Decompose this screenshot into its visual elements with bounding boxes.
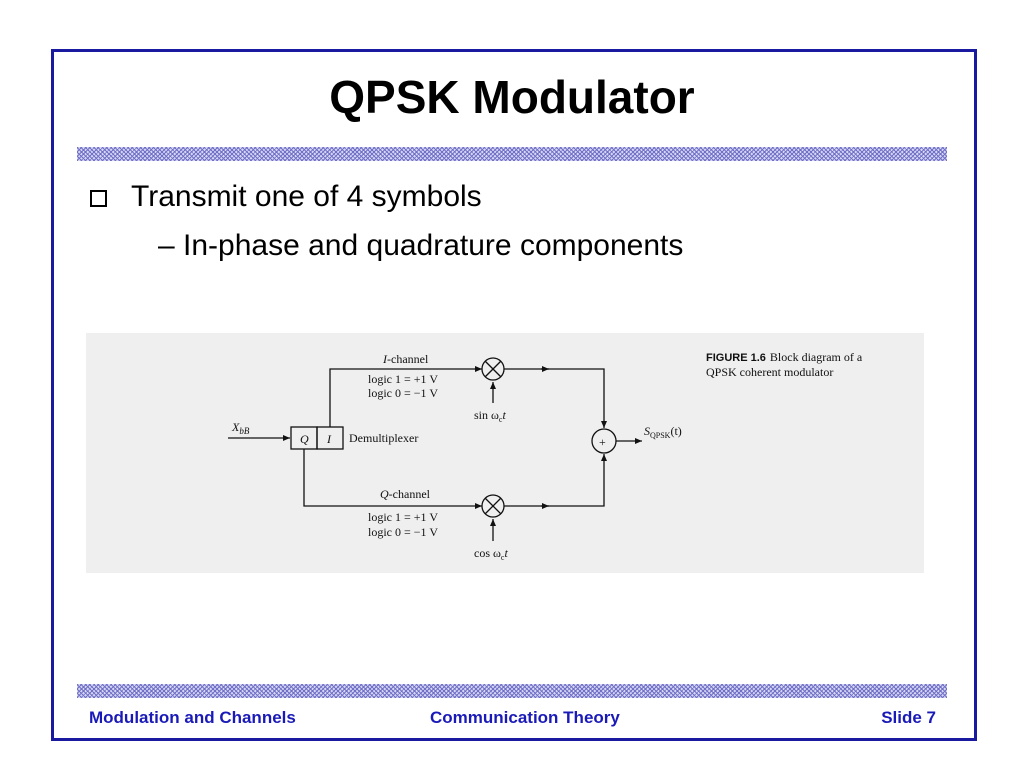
- i-logic0: logic 0 = −1 V: [368, 386, 438, 400]
- demux-i-label: I: [326, 432, 332, 446]
- q-logic0: logic 0 = −1 V: [368, 525, 438, 539]
- demux-label: Demultiplexer: [349, 431, 418, 445]
- qpsk-block-diagram: XbB Q I Demultiplexer I-channel logic 1 …: [86, 333, 924, 573]
- i-to-summer-line: [504, 368, 607, 428]
- title-divider: [77, 147, 947, 161]
- output-label: SQPSK(t): [644, 424, 682, 440]
- footer-topic: Communication Theory: [430, 708, 620, 727]
- slide-frame: [51, 49, 977, 741]
- slide-title: QPSK Modulator: [329, 71, 695, 123]
- q-logic1: logic 1 = +1 V: [368, 510, 438, 524]
- figure-caption-line2: QPSK coherent modulator: [706, 365, 833, 379]
- i-logic1: logic 1 = +1 V: [368, 372, 438, 386]
- demux-q-label: Q: [300, 432, 309, 446]
- q-channel-label: Q-channel: [380, 487, 431, 501]
- checkbox-bullet-icon: [90, 189, 107, 207]
- bullet-level-1: Transmit one of 4 symbols: [90, 180, 482, 214]
- i-channel-label: I-channel: [382, 352, 429, 366]
- footer-divider: [77, 684, 947, 698]
- bullet-level-2: – In-phase and quadrature components: [158, 229, 683, 263]
- footer-course: Modulation and Channels: [89, 708, 296, 727]
- i-carrier-label: sin ωct: [474, 408, 506, 424]
- dash-bullet-icon: –: [158, 229, 175, 262]
- q-to-summer-line: [504, 454, 607, 507]
- q-carrier-label: cos ωct: [474, 546, 508, 562]
- i-branch-line: [329, 366, 482, 427]
- input-label: XbB: [231, 420, 250, 436]
- diagram-svg: XbB Q I Demultiplexer I-channel logic 1 …: [228, 350, 863, 562]
- footer-slide-number: Slide 7: [881, 708, 936, 727]
- bullet-text: Transmit one of 4 symbols: [131, 180, 482, 213]
- q-branch-line: [303, 449, 482, 509]
- sub-bullet-text: In-phase and quadrature components: [183, 229, 684, 262]
- summer-symbol: +: [599, 435, 606, 449]
